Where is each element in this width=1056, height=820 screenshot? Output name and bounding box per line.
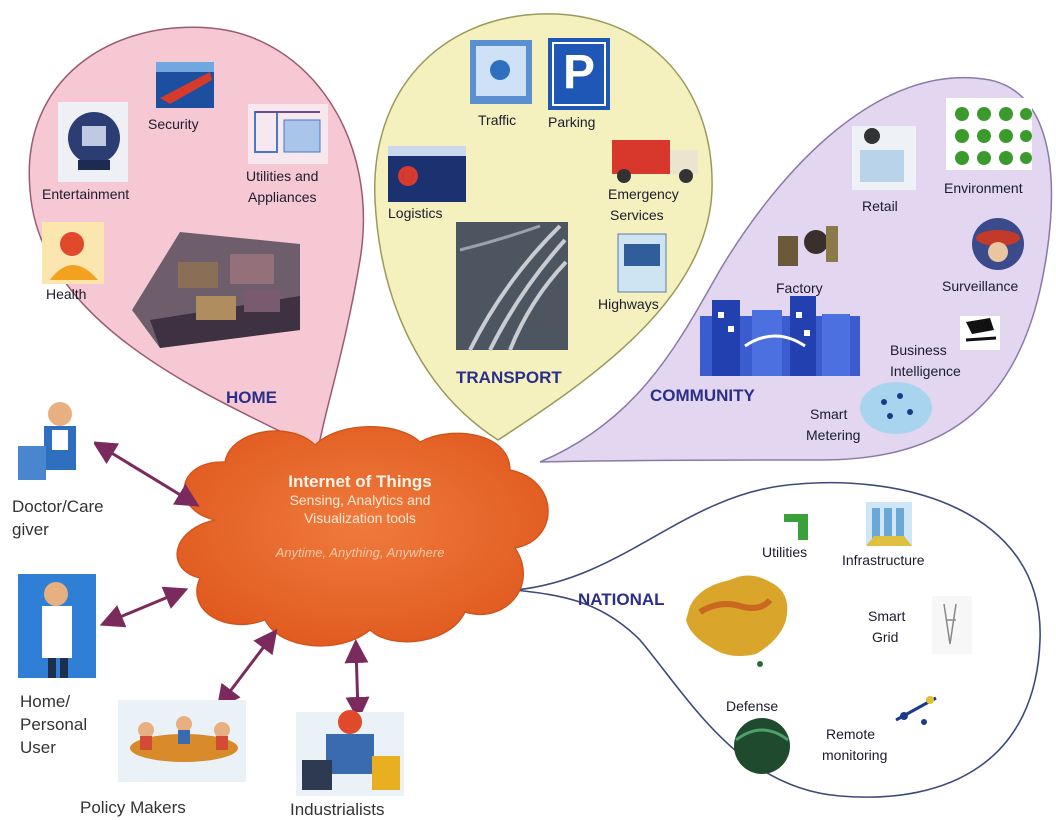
label-business-2: Intelligence [890,363,961,379]
utilities-appliances-icon [248,104,328,164]
emergency-services-icon [608,128,698,183]
cloud-text: Internet of Things Sensing, Analytics an… [210,472,510,560]
environment-icon [946,98,1032,170]
house-floorplan-icon [132,232,300,348]
section-transport: TRANSPORT [456,368,562,387]
cloud-tagline: Anytime, Anything, Anywhere [275,545,445,560]
label-emergency-1: Emergency [608,186,679,202]
home-user-icon [18,574,96,678]
label-retail: Retail [862,198,898,214]
australia-map-icon [686,575,788,667]
cloud-subtitle-line1: Sensing, Analytics and [289,492,431,508]
label-emergency-2: Services [610,207,664,223]
logistics-icon [388,146,466,202]
label-home-user-2: Personal [20,715,88,734]
section-national: NATIONAL [578,590,665,609]
health-icon [42,222,104,284]
label-smart-grid-2: Grid [872,629,899,645]
section-home: HOME [226,388,277,407]
smart-metering-icon [860,382,932,434]
highway-sign-icon [617,233,667,293]
label-business-1: Business [890,342,947,358]
surveillance-icon [972,218,1024,270]
defense-icon [734,718,790,774]
label-industrialists: Industrialists [290,800,385,819]
city-icon [700,296,860,376]
label-home-user-3: User [20,738,56,757]
label-highways: Highways [598,296,659,312]
label-doctor-2: giver [12,520,49,539]
label-security: Security [148,116,199,132]
label-surveillance: Surveillance [942,278,1019,294]
label-parking: Parking [548,114,596,130]
doctor-icon [14,400,94,488]
arrow-industrialists [344,639,370,721]
label-doctor-1: Doctor/Care [12,497,104,516]
label-traffic: Traffic [478,112,517,128]
label-utilities-national: Utilities [762,544,808,560]
retail-icon [852,126,916,190]
business-intelligence-icon [960,316,1000,350]
label-defense: Defense [726,698,779,714]
remote-monitoring-icon [895,696,937,725]
security-icon [156,62,214,108]
section-community: COMMUNITY [650,386,755,405]
industrialists-icon [296,710,404,796]
label-smart-grid-1: Smart [868,608,906,624]
label-health: Health [46,286,87,302]
factory-icon [772,212,842,272]
infrastructure-icon [866,502,912,546]
traffic-icon [470,40,532,104]
cloud-title: Internet of Things [288,472,432,491]
parking-sign-letter: P [562,46,595,99]
label-smart-metering-2: Metering [806,427,861,443]
label-entertainment: Entertainment [42,186,130,202]
smart-grid-icon [932,596,972,654]
label-home-user-1: Home/ [20,692,71,711]
arrow-home-user [99,586,189,628]
cloud-subtitle-line2: Visualization tools [304,509,416,526]
parking-icon [548,38,610,110]
label-utilities-2: Appliances [248,189,317,205]
iot-cloud [176,426,549,647]
highways-icon [456,222,568,351]
label-remote-2: monitoring [822,747,888,763]
label-environment: Environment [944,180,1023,196]
arrow-doctor [92,441,200,507]
label-policy-makers: Policy Makers [80,798,186,817]
entertainment-icon [58,102,128,182]
utilities-national-icon [784,514,808,540]
national-bubble [514,481,1041,798]
label-utilities-1: Utilities and [246,168,319,184]
policy-makers-icon [118,700,246,782]
label-logistics: Logistics [388,205,443,221]
label-infrastructure: Infrastructure [842,552,925,568]
arrow-policy [216,628,278,710]
label-remote-1: Remote [826,726,876,742]
label-smart-metering-1: Smart [810,406,848,422]
label-factory: Factory [776,280,823,296]
